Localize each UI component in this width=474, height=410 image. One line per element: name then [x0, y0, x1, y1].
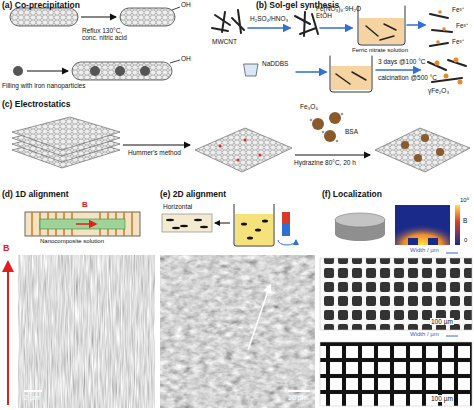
colorbar-label: 10⁵	[460, 197, 469, 204]
process-note: calcination @500 °C	[378, 74, 437, 81]
material-name: MWCNT	[212, 38, 237, 45]
material-name: γFe₂O₃	[428, 87, 449, 94]
sol-gel-scheme	[212, 6, 466, 92]
process-note: 3 days @100 °C	[378, 58, 426, 65]
orientation-label: Horizontal	[163, 203, 192, 210]
co-precipitation-scheme	[10, 7, 180, 80]
scale-bar-label: 100 µm	[430, 318, 454, 325]
scale-bar-label: 100 µm	[430, 395, 454, 402]
panel-title: (e) 2D alignment	[160, 190, 226, 200]
chem-group: OH	[181, 55, 191, 62]
panel-title: (f) Localization	[322, 190, 382, 200]
chem-group: OH	[181, 1, 191, 8]
2d-alignment-scheme	[160, 204, 315, 408]
scale-bar-label: 2 µm	[24, 394, 40, 402]
panel-title: (a) Co-precipitation	[2, 1, 80, 11]
field-label: B	[3, 243, 10, 253]
process-note: Reflux 130°C, conc. nitric acid	[82, 27, 128, 42]
material-name: Fe₃O₄	[300, 103, 318, 110]
ion-label: Fe³⁺	[452, 38, 464, 45]
colorbar-label: B	[463, 217, 467, 224]
panel-title: (c) Electrostatics	[2, 100, 71, 110]
reagent-name: NaDDBS	[262, 60, 288, 67]
process-note: Hummer's method	[128, 149, 190, 156]
field-label: B	[82, 200, 88, 209]
colorbar-label: 0	[464, 237, 467, 244]
axis-label: Width / µm	[410, 247, 439, 254]
panel-title: (d) 1D alignment	[2, 190, 69, 200]
reagent-name: Fe(NO₃)₃·9H₂O EtOH	[316, 5, 368, 20]
localization-scheme	[320, 205, 472, 406]
material-name: BSA	[345, 128, 358, 135]
ion-label: Fe³⁺	[452, 6, 464, 13]
material-name: Nanocomposite solution	[40, 238, 104, 245]
electrostatics-scheme	[12, 112, 470, 172]
ion-label: Fe³⁺	[456, 22, 468, 29]
process-note: Hydrazine 80°C, 20 h	[294, 159, 374, 166]
material-name: Ferric nitrate solution	[352, 47, 408, 54]
reagent-name: H₂SO₄/HNO₃	[250, 15, 288, 22]
1d-alignment-scheme	[8, 212, 155, 408]
process-note: Filling with iron nanoparticles	[2, 82, 92, 89]
axis-label: Width / µm	[410, 331, 439, 338]
scale-bar-label: 20 µm	[288, 394, 308, 402]
